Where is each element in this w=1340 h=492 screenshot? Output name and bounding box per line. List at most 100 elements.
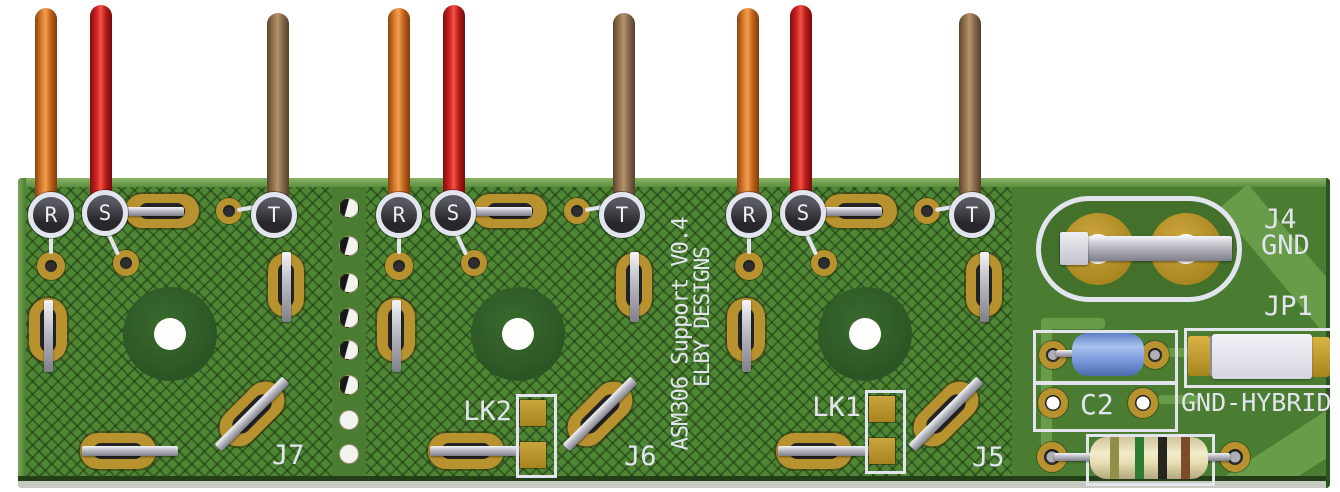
wire-link xyxy=(980,252,989,322)
c2-outline xyxy=(1033,382,1178,432)
gnd-hybrid-label: GND-HYBRID xyxy=(1181,388,1330,417)
brand-text: ELBY DESIGNS xyxy=(690,247,714,387)
j4-sub-label: GND xyxy=(1261,230,1310,261)
wire-j7-r-orange xyxy=(35,8,57,216)
connector-label: J7 xyxy=(272,440,305,471)
wire-link xyxy=(282,252,291,322)
pad-t: T xyxy=(251,192,297,238)
panel-break-hole xyxy=(339,273,359,293)
panel-break-hole xyxy=(339,236,359,256)
jp1-pin xyxy=(1310,337,1330,377)
section-j7: R S T J7 xyxy=(18,178,332,488)
resistor-band-3 xyxy=(1158,437,1167,479)
board-edge-top xyxy=(18,178,1330,187)
pad-r-label: R xyxy=(742,203,756,227)
link-option-box xyxy=(516,394,557,478)
jp1-shunt xyxy=(1212,334,1312,379)
via-pad xyxy=(735,252,763,280)
link-label: LK2 xyxy=(463,396,512,427)
c2-pad xyxy=(1038,388,1068,418)
pad-s-label: S xyxy=(98,201,112,225)
wire-j6-t-brown xyxy=(613,13,635,216)
panel-break-hole xyxy=(339,340,359,360)
panel-break-hole xyxy=(339,375,359,395)
panel-break-hole xyxy=(339,198,359,218)
panel-break-hole xyxy=(339,410,359,430)
board-edge-left xyxy=(18,178,26,488)
section-j5: LK1 R S T J5 xyxy=(716,178,1030,488)
wire-link xyxy=(122,207,184,216)
wire-j5-s-red xyxy=(790,5,812,214)
resistor-band-4 xyxy=(1181,437,1190,479)
pot-mount-hole xyxy=(471,287,565,381)
silk-link-line xyxy=(49,236,53,254)
pcb-board: R S T J7 LK2 R S xyxy=(18,178,1330,488)
board-edge-bottom xyxy=(18,476,1330,481)
panel-break-hole xyxy=(339,444,359,464)
wire-link xyxy=(392,300,401,372)
wire-j6-r-orange xyxy=(388,8,410,216)
pot-mount-hole xyxy=(123,287,217,381)
wire-j7-t-brown xyxy=(267,13,289,216)
trace xyxy=(1041,318,1105,329)
link-label: LK1 xyxy=(812,392,861,423)
resistor-lead xyxy=(1190,453,1230,461)
capacitor-body xyxy=(1072,333,1144,376)
capacitor-lead xyxy=(1056,350,1084,357)
capacitor-pad xyxy=(1141,341,1169,369)
wire-link xyxy=(44,300,53,372)
trace xyxy=(1158,395,1200,404)
pad-t-label: T xyxy=(267,203,281,227)
pad-r: R xyxy=(376,192,422,238)
panel-break-hole xyxy=(339,308,359,328)
board-edge-right xyxy=(1326,178,1330,488)
link-pad xyxy=(520,442,546,468)
silk-link-line xyxy=(397,236,401,254)
solder-pad-slot xyxy=(80,433,178,469)
resistor-band-2 xyxy=(1135,437,1144,479)
link-pad xyxy=(520,400,546,426)
connector-label: J6 xyxy=(624,441,657,472)
link-option-box xyxy=(865,390,906,474)
wire-j7-s-red xyxy=(90,5,112,214)
resistor-band-1 xyxy=(1110,437,1119,479)
wire-link xyxy=(630,252,639,322)
board-edge-bottom-face xyxy=(18,481,1330,488)
wire-j6-s-red xyxy=(443,5,465,214)
pad-s: S xyxy=(780,190,826,236)
j4-ground-wire xyxy=(1060,236,1232,261)
pad-r-label: R xyxy=(44,203,58,227)
c2-pad xyxy=(1128,388,1158,418)
connector-label: J5 xyxy=(972,442,1005,473)
pad-r: R xyxy=(726,192,772,238)
wire-j5-t-brown xyxy=(959,13,981,216)
jp1-label: JP1 xyxy=(1264,291,1313,322)
wire-link xyxy=(820,207,882,216)
pad-s-label: S xyxy=(446,201,460,225)
silk-link-line xyxy=(747,236,751,254)
j4-label: J4 xyxy=(1264,204,1297,235)
j4-wire-spade-end xyxy=(1060,232,1088,265)
wire-link xyxy=(470,207,532,216)
jp1-outline xyxy=(1184,328,1330,388)
pad-s-label: S xyxy=(796,201,810,225)
pad-r-label: R xyxy=(392,203,406,227)
link-pad xyxy=(869,438,895,464)
wire-link xyxy=(742,300,751,372)
via-pad xyxy=(37,252,65,280)
jp1-pin xyxy=(1188,336,1210,376)
pot-mount-hole xyxy=(818,287,912,381)
pad-t: T xyxy=(949,192,995,238)
pad-t: T xyxy=(599,192,645,238)
link-pad xyxy=(869,396,895,422)
pad-s: S xyxy=(82,190,128,236)
pad-r: R xyxy=(28,192,74,238)
trace xyxy=(1163,348,1195,357)
solder-pad-slot xyxy=(428,433,526,469)
solder-pad-slot xyxy=(776,433,874,469)
pad-s: S xyxy=(430,190,476,236)
resistor-lead xyxy=(1054,453,1102,461)
via-pad xyxy=(385,252,413,280)
pad-t-label: T xyxy=(615,203,629,227)
